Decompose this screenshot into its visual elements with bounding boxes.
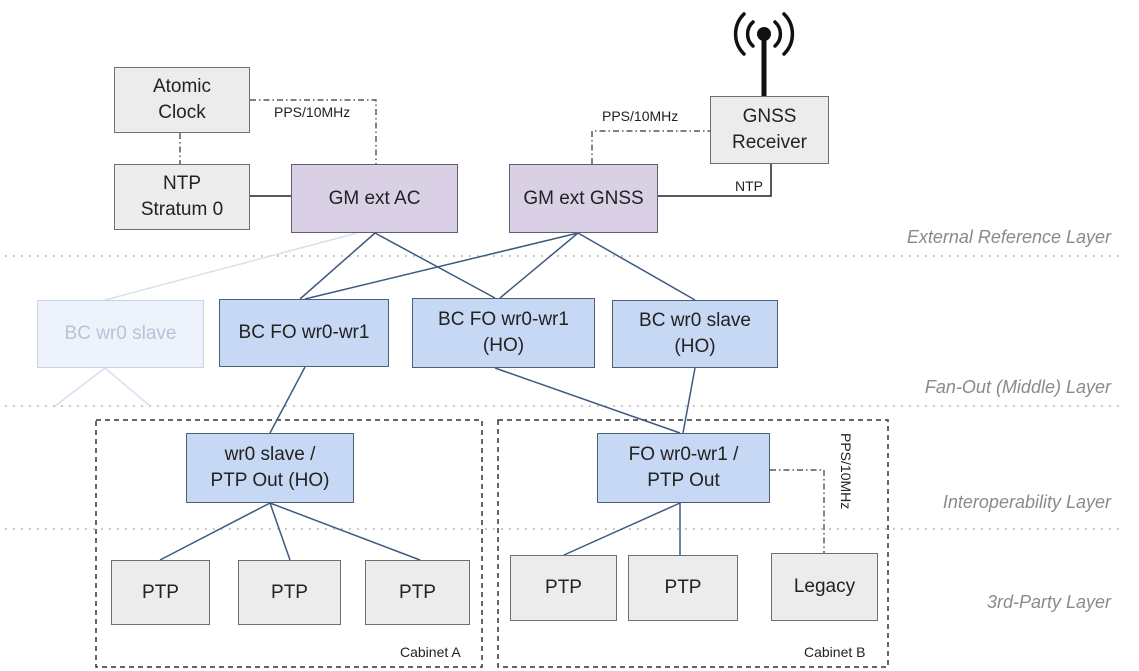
- antenna-wave-left-inner: [745, 20, 755, 48]
- layer-separators: [5, 255, 1120, 530]
- gm-ext-ac-box: GM ext AC: [291, 164, 458, 233]
- link-to-ptp-a2: [269, 502, 291, 561]
- link-pps-fo-to-legacy: [770, 469, 825, 553]
- pps-label-ac: PPS/10MHz: [272, 104, 353, 120]
- wr0-slave-ptp-out-ho-box: wr0 slave / PTP Out (HO): [186, 433, 354, 503]
- antenna-wave-right-outer: [782, 12, 795, 56]
- cabinet-b-frame: [497, 419, 889, 668]
- antenna-icon: [733, 12, 795, 99]
- legacy-box: Legacy: [771, 553, 878, 621]
- fo-wr0-wr1-ptp-out-box: FO wr0-wr1 / PTP Out: [597, 433, 770, 503]
- pps-label-legacy: PPS/10MHz: [836, 433, 856, 510]
- atomic-clock-box: Atomic Clock: [114, 67, 250, 133]
- link-faded-down-left: [54, 367, 106, 407]
- timing-links: [159, 232, 696, 561]
- ptp-a1-box: PTP: [111, 560, 210, 625]
- ntp-label: NTP: [733, 178, 765, 194]
- link-ntp-gnss-to-gm-gnss: [658, 164, 772, 197]
- cabinet-b-label: Cabinet B: [804, 644, 866, 660]
- gnss-receiver-box: GNSS Receiver: [710, 96, 829, 164]
- antenna-wave-left-outer: [733, 12, 746, 56]
- layer-label-interop: Interoperability Layer: [942, 492, 1111, 512]
- link-gm-gnss-to-bc-fo-ho: [499, 232, 579, 299]
- link-to-ptp-a3: [269, 502, 421, 561]
- ptp-a2-box: PTP: [238, 560, 341, 625]
- link-bc-slave-ho-to-fo-wr0: [682, 367, 696, 434]
- signal-links: [179, 99, 825, 553]
- faded-links: [54, 232, 358, 407]
- layer-label-thirdparty: 3rd-Party Layer: [986, 592, 1111, 612]
- link-gm-ac-to-bc-fo-ho: [374, 232, 496, 299]
- antenna-wave-right-inner: [773, 20, 783, 48]
- cabinet-a-frame: [95, 419, 483, 668]
- link-faded-down-right: [104, 367, 151, 407]
- link-pps-gnss-to-gm-gnss: [591, 130, 710, 164]
- link-gm-gnss-to-bc-slave-ho: [577, 232, 696, 301]
- ptp-b2-box: PTP: [628, 555, 738, 621]
- ntp-links: [249, 164, 772, 197]
- gm-ext-gnss-box: GM ext GNSS: [509, 164, 658, 233]
- bc-fo-wr0-wr1-ho-box: BC FO wr0-wr1 (HO): [412, 298, 595, 368]
- bc-wr0-slave-faded-box: BC wr0 slave: [37, 300, 204, 368]
- link-bc-fo-ho-to-fo-wr0: [494, 367, 681, 434]
- link-bc-fo-to-wr0-slave: [269, 366, 306, 434]
- link-to-ptp-b1: [563, 502, 681, 556]
- bc-fo-wr0-wr1-box: BC FO wr0-wr1: [219, 299, 389, 367]
- ptp-a3-box: PTP: [365, 560, 470, 625]
- link-pps-atomic-to-gm-ac: [250, 99, 377, 164]
- bc-wr0-slave-ho-box: BC wr0 slave (HO): [612, 300, 778, 368]
- ptp-b1-box: PTP: [510, 555, 617, 621]
- ntp-stratum0-box: NTP Stratum 0: [114, 164, 250, 230]
- link-gm-gnss-to-bc-fo: [304, 232, 579, 300]
- link-faded-gm-ac: [104, 232, 358, 301]
- layer-label-external: External Reference Layer: [906, 227, 1111, 247]
- link-gm-ac-to-bc-fo: [299, 232, 376, 300]
- link-to-ptp-a1: [159, 502, 271, 561]
- antenna-tip: [757, 27, 771, 41]
- cabinet-a-label: Cabinet A: [400, 644, 461, 660]
- layer-label-fanout: Fan-Out (Middle) Layer: [924, 377, 1111, 397]
- pps-label-gnss: PPS/10MHz: [600, 108, 681, 124]
